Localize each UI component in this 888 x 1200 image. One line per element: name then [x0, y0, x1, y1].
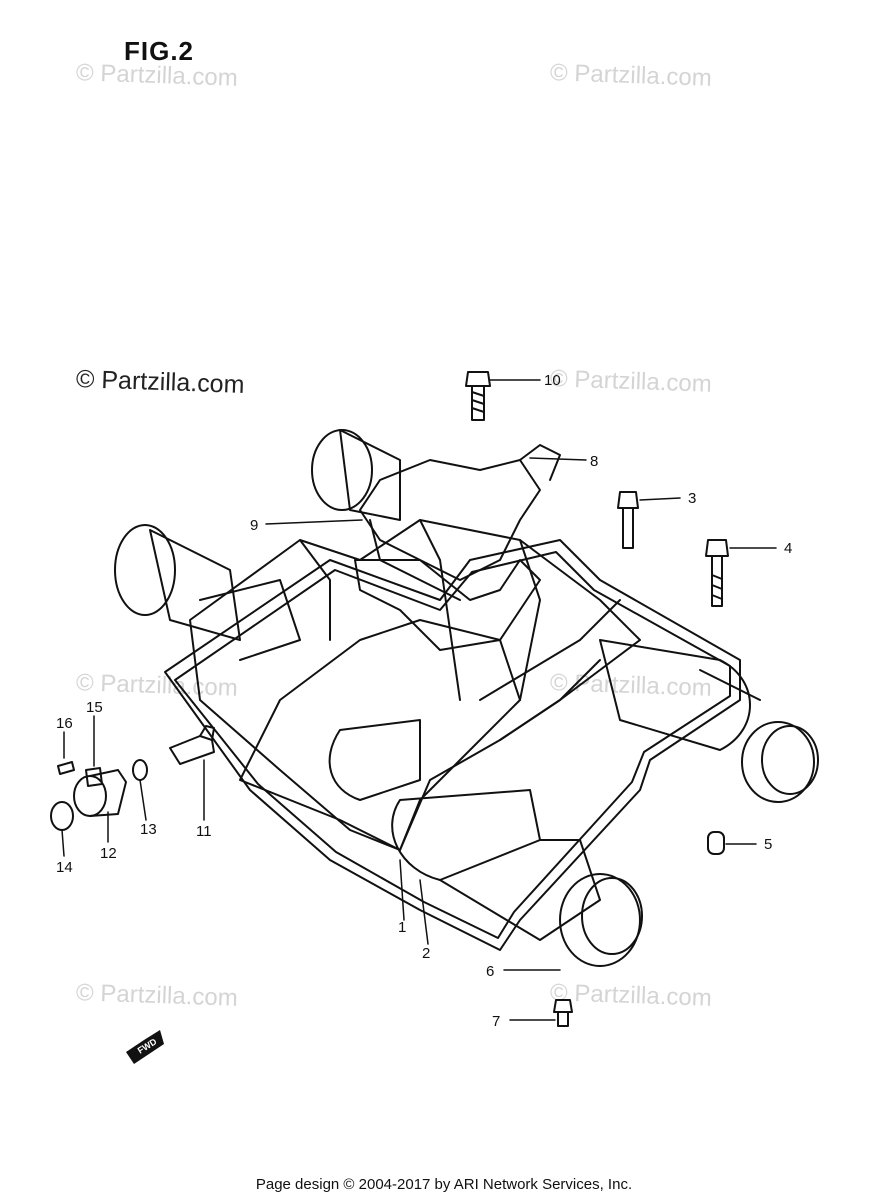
callout-16: 16	[56, 715, 73, 732]
callout-1: 1	[398, 919, 406, 936]
gasket-outline	[164, 539, 741, 951]
fwd-arrow-icon	[126, 1030, 164, 1064]
callout-8: 8	[590, 453, 598, 470]
callout-9: 9	[250, 517, 258, 534]
washer-15	[85, 767, 103, 787]
bolt-10	[465, 371, 491, 421]
o-ring-13	[132, 759, 148, 781]
cam-housing-left	[114, 524, 301, 661]
breather-cover	[359, 444, 561, 601]
figure-title: FIG.2	[124, 36, 195, 66]
callout-5: 5	[764, 836, 772, 853]
breather-gasket	[354, 559, 541, 651]
bolt-7	[553, 999, 573, 1027]
cam-housing-front-left	[328, 719, 601, 941]
callout-11: 11	[196, 823, 212, 840]
callout-13: 13	[140, 821, 157, 838]
callout-4: 4	[784, 540, 792, 557]
cover-body	[189, 519, 641, 851]
callout-14: 14	[56, 859, 73, 876]
leader-lines	[61, 379, 777, 1021]
cap-12	[73, 769, 127, 817]
cam-housing-top-left	[311, 429, 401, 521]
callout-15: 15	[86, 699, 103, 716]
plug-cap-front	[559, 873, 641, 967]
footer-copyright: Page design © 2004-2017 by ARI Network S…	[255, 1176, 633, 1193]
callout-12: 12	[100, 845, 117, 862]
callout-6: 6	[486, 963, 494, 980]
sensor-11	[169, 725, 215, 765]
cam-housing-rear-right	[599, 639, 761, 751]
screw-16	[57, 761, 75, 775]
callout-2: 2	[422, 945, 430, 962]
callout-7: 7	[492, 1013, 500, 1030]
plug-cap-right	[741, 721, 815, 803]
bolt-3	[617, 491, 639, 549]
callout-3: 3	[688, 490, 696, 507]
plug-14	[50, 801, 74, 831]
callout-10: 10	[544, 372, 561, 389]
dowel-5	[707, 831, 725, 855]
bolt-4	[705, 539, 729, 607]
